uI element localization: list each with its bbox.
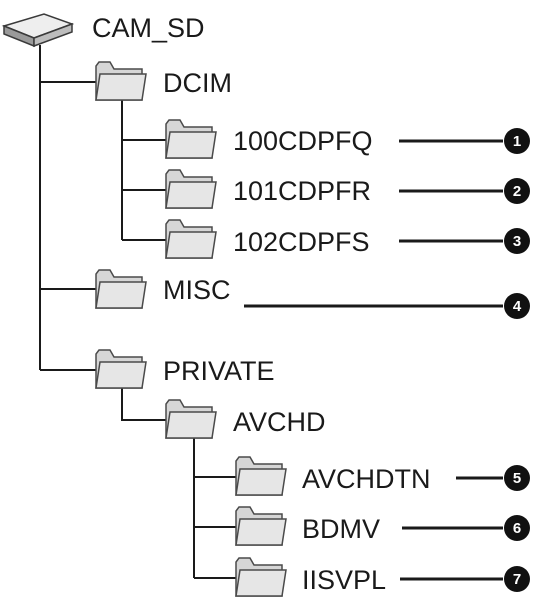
callout-number-6: 6 [513, 520, 521, 537]
callout-marker-1 [504, 128, 530, 154]
callout-number-2: 2 [513, 183, 521, 200]
callout-marker-6 [504, 515, 530, 541]
connector-private-to-avchd [121, 387, 166, 421]
callout-marker-4 [504, 293, 530, 319]
folder-label-avchd: AVCHD [233, 407, 326, 437]
folder-label-dcim: DCIM [163, 68, 232, 98]
drive-label: CAM_SD [92, 13, 205, 43]
folder-label-misc: MISC [163, 275, 231, 305]
folder-icon [165, 219, 217, 259]
folder-label-101cdpfr: 101CDPFR [233, 176, 371, 206]
callout-number-1: 1 [513, 133, 521, 150]
folder-label-private: PRIVATE [163, 356, 275, 386]
tree-connectors [39, 45, 236, 579]
folder-icon [165, 399, 217, 439]
folder-label-avchdtn: AVCHDTN [302, 464, 431, 494]
folder-icon [95, 269, 147, 309]
callout-marker-5 [504, 465, 530, 491]
folder-label-bdmv: BDMV [302, 514, 380, 544]
sd-drive-icon [1, 13, 75, 48]
callout-marker-7 [504, 566, 530, 592]
folder-icon [235, 456, 287, 496]
folder-label-iisvpl: IISVPL [302, 565, 386, 595]
folder-icon [235, 557, 287, 597]
callout-number-5: 5 [513, 470, 521, 487]
callout-marker-2 [504, 178, 530, 204]
folder-icon [95, 61, 147, 101]
callout-number-3: 3 [513, 233, 521, 250]
folder-icon [165, 169, 217, 209]
callout-marker-3 [504, 228, 530, 254]
folder-icon [95, 349, 147, 389]
folder-label-100cdpfq: 100CDPFQ [233, 126, 373, 156]
folder-icon [235, 506, 287, 546]
folder-label-102cdpfs: 102CDPFS [233, 227, 370, 257]
folder-icon [165, 119, 217, 159]
callout-number-4: 4 [513, 298, 522, 315]
callout-number-7: 7 [513, 571, 521, 588]
